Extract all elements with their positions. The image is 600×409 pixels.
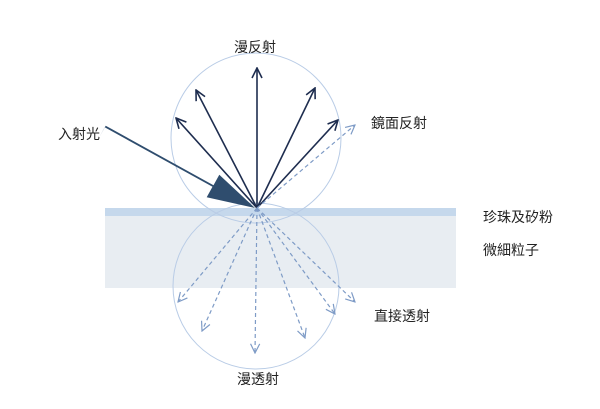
incident-light-arrow [99,125,255,208]
reflected-rays [176,68,338,209]
label-particles-line1: 珍珠及矽粉 [483,210,553,226]
label-direct-transmission: 直接透射 [374,308,430,325]
label-diffuse-reflection: 漫反射 [234,40,276,56]
specular-reflection-ray [256,125,355,209]
diffuse-reflection-lobe [170,52,342,224]
label-specular-reflection: 鏡面反射 [371,116,427,132]
reflected-ray [256,120,338,209]
label-particles-line2: 微細粒子 [483,243,539,259]
surface-band [105,208,456,216]
direct-transmission-ray [256,207,355,302]
reflected-ray [176,118,258,209]
transmitted-ray [255,207,257,353]
transmitted-ray [256,207,305,338]
transmitted-ray [202,207,258,331]
transmitted-ray [256,207,335,314]
transmitted-rays [178,207,355,353]
reflected-ray [196,90,258,209]
reflected-ray [256,88,315,209]
label-incident-light: 入射光 [58,127,100,143]
label-diffuse-transmission: 漫透射 [237,372,279,388]
medium-block [105,216,456,288]
